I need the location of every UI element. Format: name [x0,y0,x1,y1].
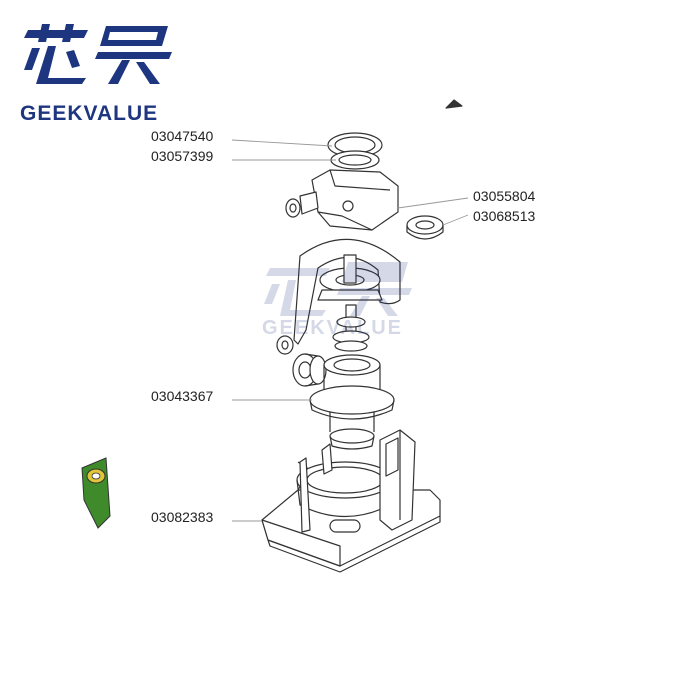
base-housing-part [261,429,441,573]
gear-assembly-part [317,254,383,301]
leader-lines [231,139,469,522]
left-bearing-part [292,353,327,387]
callout-label: 03057399 [151,148,214,164]
callout-label: 03043367 [151,388,214,404]
cropped-green-part [81,457,111,529]
callout-label: 03047540 [151,128,214,144]
logo-text: GEEKVALUE [20,102,159,125]
upper-bracket-part [285,169,399,231]
curved-shell-part [276,238,401,355]
geekvalue-logo: GEEKVALUE [18,22,178,125]
callout-label: 03082383 [151,509,214,525]
right-bearing-part [406,215,444,240]
cropped-part-fragment [445,99,463,109]
callout-label: 03055804 [473,188,536,204]
top-ring-part [327,132,383,170]
watermark-mark-icon [264,262,412,316]
logo-mark-icon [24,24,172,84]
watermark-text: GEEKVALUE [262,317,403,339]
shaft-stack-part [332,304,370,352]
middle-housing-part [309,354,395,450]
callout-label: 03068513 [473,208,536,224]
